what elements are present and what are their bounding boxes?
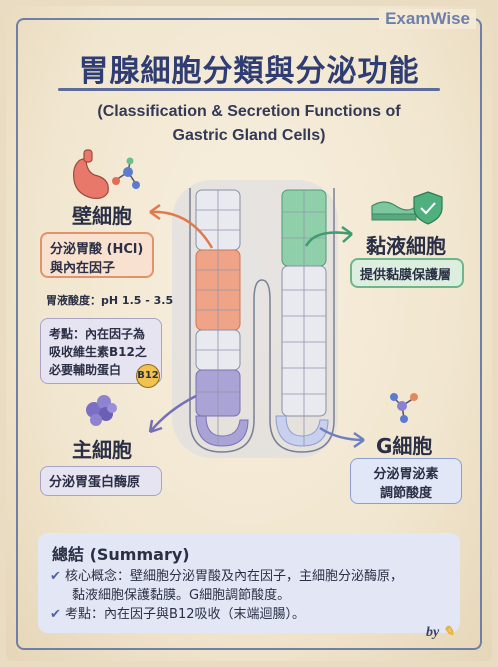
g-cell-secretion-line-1: 分泌胃泌素 [373,467,439,482]
brand-logo: ExamWise [379,9,476,29]
parietal-cell-label: 壁細胞 [72,204,132,228]
check-icon: ✔ [50,607,61,622]
page-frame [16,18,482,650]
summary-point-2: ✔ 考點：內在因子與B12吸收（末端迴腸）。 [50,605,305,624]
signature-text: by [426,625,440,640]
mucous-cell-label: 黏液細胞 [366,234,446,258]
page-subtitle: (Classification & Secretion Functions of… [40,100,458,148]
b12-badge: B12 [136,364,160,388]
subtitle-line-2: Gastric Gland Cells) [172,127,326,144]
g-cell-secretion-line-2: 調節酸度 [379,486,432,501]
stomach-icon [73,149,109,199]
summary-point-2-text: 考點：內在因子與B12吸收（末端迴腸）。 [65,607,306,622]
mucous-secretion-box: 提供黏膜保護層 [350,258,464,288]
chief-cell-label: 主細胞 [72,438,132,462]
parietal-secretion-box: 分泌胃酸 (HCl) 與內在因子 [40,232,154,278]
signature: by ✎ [426,624,454,641]
summary-point-1: ✔ 核心概念：壁細胞分泌胃酸及內在因子，主細胞分泌酶原， [50,567,403,586]
exam-point-box: 考點：內在因子為 吸收維生素B12之 必要輔助蛋白 [40,318,162,384]
gland-outline [189,188,335,453]
g-cell-secretion-box: 分泌胃泌素 調節酸度 [350,458,462,504]
arrow-to-g-cell [319,426,365,442]
summary-point-1-line-2: 黏液細胞保護黏膜。G細胞調節酸度。 [72,588,291,603]
cell-divisions [196,190,326,446]
arrow-to-parietal [149,210,214,249]
g-cells [275,415,329,447]
subtitle-line-1: (Classification & Secretion Functions of [97,103,401,120]
arrow-to-mucous [304,231,353,247]
title-underline [58,88,440,91]
check-icon: ✔ [50,569,61,584]
arrow-to-chief [149,394,197,433]
summary-heading: 總結 (Summary) [52,545,190,564]
molecule-icon [112,157,140,189]
parietal-secretion-line-1: 分泌胃酸 (HCl) [50,242,144,257]
g-cell-label: G細胞 [376,434,433,458]
enzyme-icon [86,395,117,426]
mucosa-icon [371,201,417,221]
shield-check-icon [413,191,443,225]
chief-secretion-box: 分泌胃蛋白酶原 [40,466,162,496]
molecule-icon [390,393,418,423]
signature-mark-icon: ✎ [442,625,455,640]
ph-note: 胃液酸度：pH 1.5 - 3.5 [46,294,174,307]
exam-point-line-2: 吸收維生素B12之 [49,345,147,359]
summary-panel: 總結 (Summary) ✔ 核心概念：壁細胞分泌胃酸及內在因子，主細胞分泌酶原… [38,533,460,633]
left-column-cells [195,189,249,447]
right-column-cells [275,189,329,447]
exam-point-line-1: 考點：內在因子為 [49,327,146,341]
parietal-secretion-line-2: 與內在因子 [50,261,116,276]
exam-point-line-3: 必要輔助蛋白 [49,363,122,377]
summary-point-1-line-1: 核心概念：壁細胞分泌胃酸及內在因子，主細胞分泌酶原， [65,569,404,584]
page-title: 胃腺細胞分類與分泌功能 [78,54,420,89]
